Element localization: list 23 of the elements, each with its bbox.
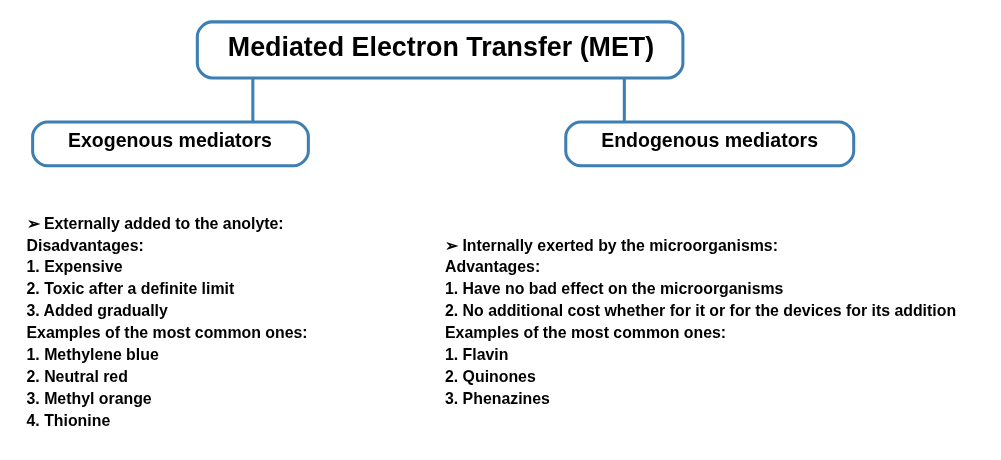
node-label: 1. Expensive: [26, 257, 123, 275]
node-label: Examples of the most common ones:: [444, 323, 727, 341]
node-box: Exogenous mediators: [31, 119, 310, 167]
node-label: Advantages:: [444, 257, 541, 275]
node-label: 1. Methylene blue: [26, 345, 159, 363]
node-label: ➢ Externally added to the anolyte:: [26, 214, 284, 232]
node-label: 2. Quinones: [444, 367, 536, 385]
node-label: 1. Have no bad effect on the microorganisms: [444, 279, 784, 297]
node-label: 3. Methyl orange: [26, 389, 152, 407]
node-label: Examples of the most common ones:: [26, 323, 308, 341]
node-label: 4. Thionine: [26, 411, 111, 429]
node-label: 2. No additional cost whether for it or for the devices for its addition: [444, 301, 957, 319]
node-label: 1. Flavin: [444, 345, 509, 363]
node-label: 2. Neutral red: [26, 367, 128, 385]
node-box: Endogenous mediators: [564, 119, 856, 167]
node-label: 3. Phenazines: [444, 389, 550, 407]
node-label: ➢ Internally exerted by the microorganisms:: [444, 236, 778, 254]
node-box: Mediated Electron Transfer (MET): [195, 19, 685, 80]
connector: [251, 77, 255, 121]
connector: [622, 77, 626, 121]
node-label: 2. Toxic after a definite limit: [26, 279, 235, 297]
node-label: Disadvantages:: [26, 236, 144, 254]
node-label: 3. Added gradually: [26, 301, 168, 319]
